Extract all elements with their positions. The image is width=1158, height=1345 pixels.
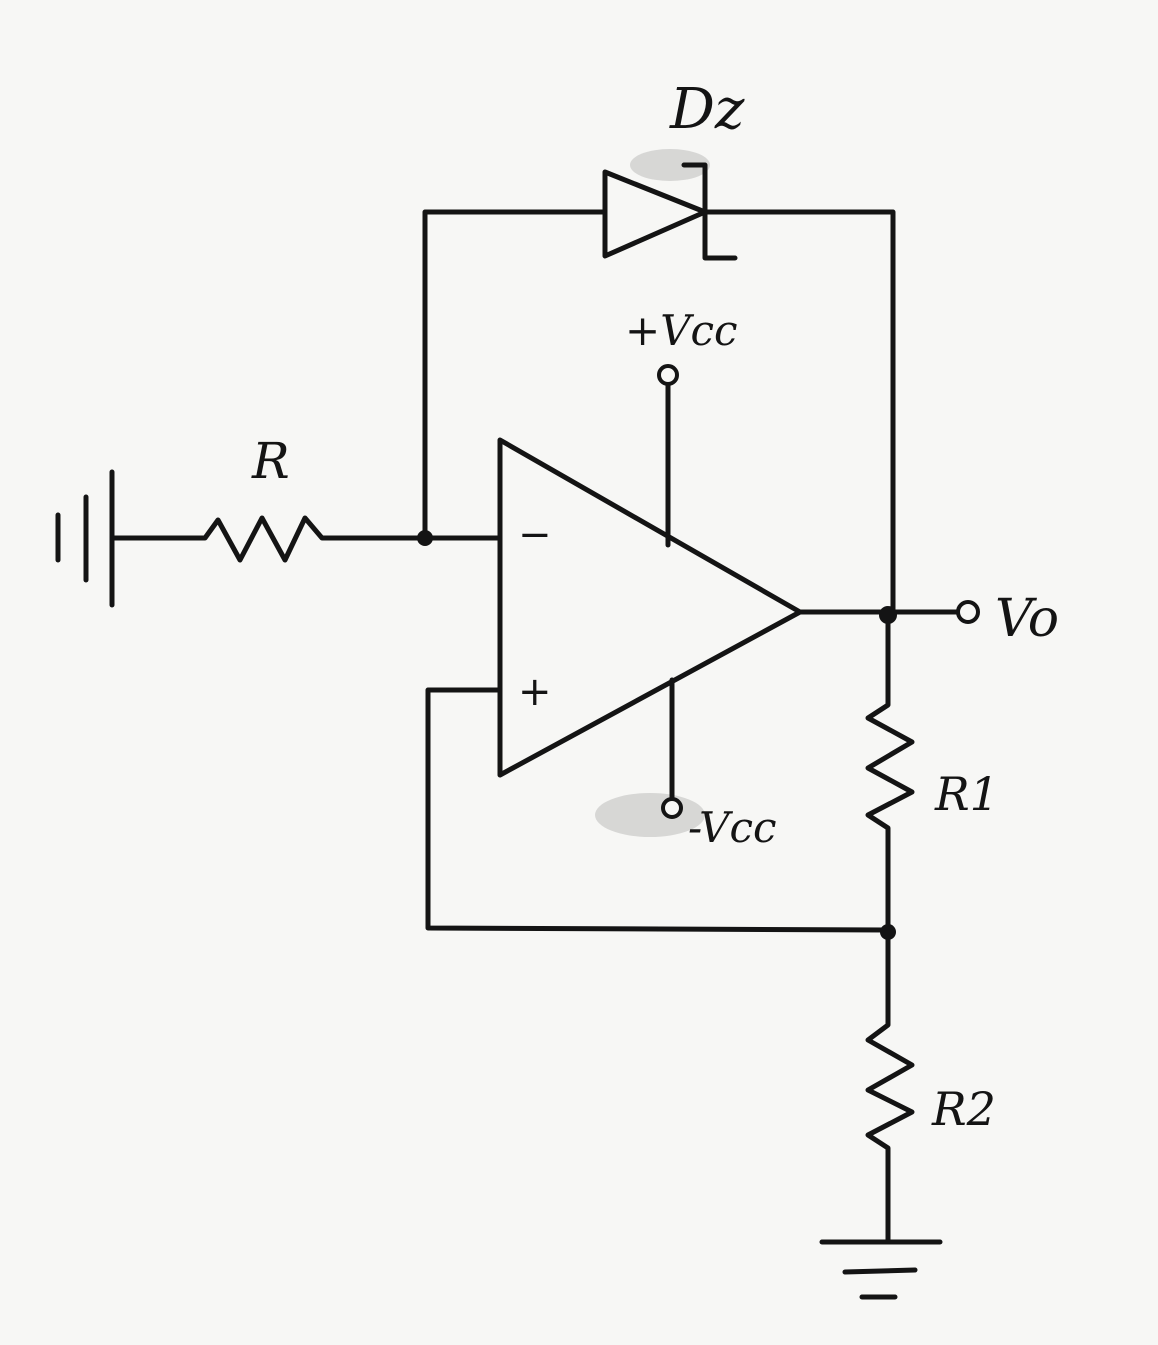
noninverting-input-sign: + [518,669,552,715]
resistor-r1-label: R1 [934,767,999,821]
resistor-r2 [865,929,915,1243]
smudge-top [630,149,710,181]
vcc-pos-terminal [657,364,679,386]
vcc-neg-terminal [661,797,683,819]
inverting-input-sign: − [518,512,552,558]
opamp-triangle [497,437,803,778]
output-terminal [956,600,980,624]
ground-line-2 [842,1267,918,1275]
resistor-r1 [865,612,915,931]
vcc-neg-label: -Vcc [688,803,777,852]
zener-output-wire [702,209,896,615]
output-label: Vo [995,589,1059,649]
resistor-r2-label: R2 [931,1082,996,1136]
resistor-r [109,515,503,563]
zener-feedback-wire [422,209,608,541]
zener-label: Dz [669,77,745,142]
zener-diode-triangle [602,169,708,259]
resistor-r-label: R [251,432,290,490]
positive-feedback-wire [425,687,891,933]
vcc-pos-label: +Vcc [625,306,738,355]
